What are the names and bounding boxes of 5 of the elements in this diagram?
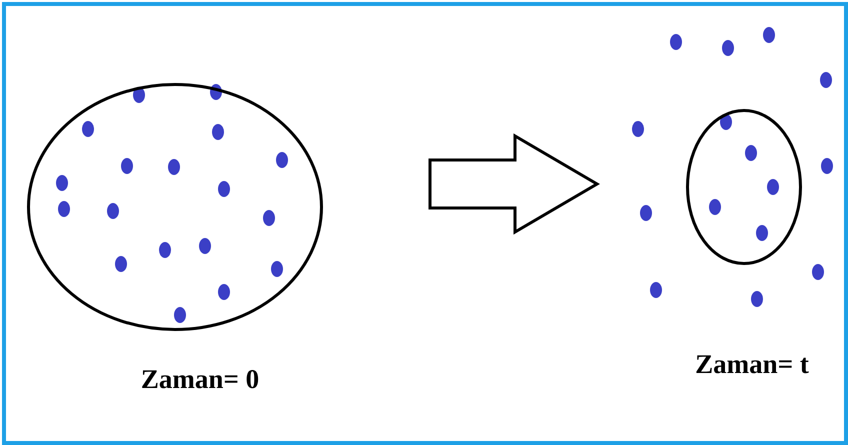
ellipse-outline: [686, 109, 802, 265]
ellipse-outline: [27, 83, 323, 331]
block-arrow: [428, 133, 600, 235]
time-label: Zaman= 0: [140, 364, 260, 395]
time-label: Zaman= t: [695, 349, 809, 380]
